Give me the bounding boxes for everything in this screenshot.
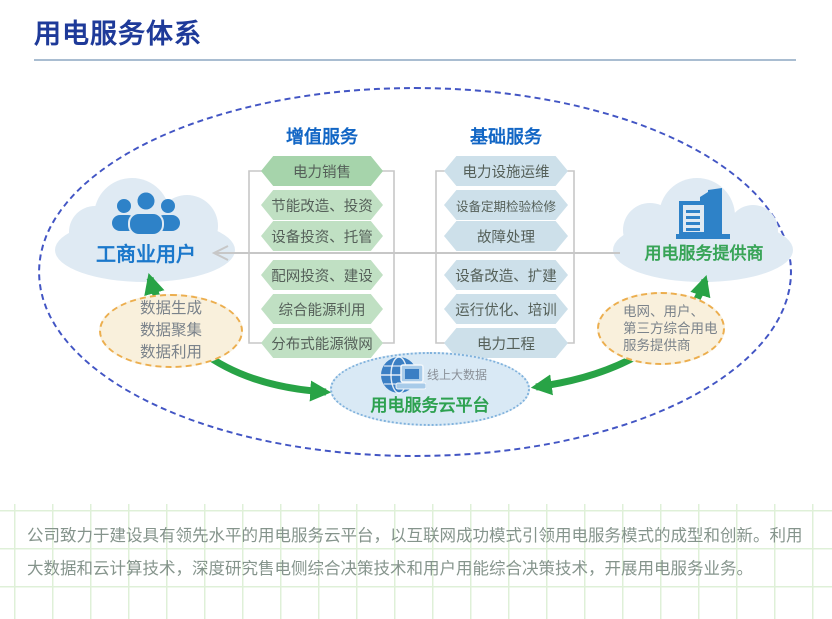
value-added-item: 综合能源利用 (261, 294, 383, 324)
user-data-line: 数据聚集 (139, 322, 202, 339)
value-added-item: 电力销售 (261, 156, 383, 186)
basic-item: 电力工程 (444, 328, 568, 358)
user-data-bubble: 数据生成 数据聚集 数据利用 (99, 294, 243, 368)
provider-cloud-label: 用电服务提供商 (644, 244, 764, 263)
value-added-header: 增值服务 (286, 127, 358, 147)
provider-data-bubble: 电网、用户、 第三方综合用电 服务提供商 (597, 292, 725, 365)
basic-item: 设备定期检验检修 (444, 190, 568, 220)
basic-header: 基础服务 (470, 127, 542, 147)
value-added-item: 设备投资、托管 (261, 221, 383, 251)
provider-data-line: 服务提供商 (623, 338, 691, 353)
users-cloud-label: 工商业用户 (96, 244, 196, 266)
cloud-platform-ellipse (330, 352, 530, 426)
footer-grid-panel (0, 504, 832, 619)
basic-item: 电力设施运维 (444, 156, 568, 186)
title-underline (34, 59, 796, 61)
basic-item: 故障处理 (444, 221, 568, 251)
user-data-line: 数据利用 (139, 344, 202, 361)
provider-data-line: 电网、用户、 (623, 304, 704, 319)
provider-data-line: 第三方综合用电 (623, 321, 718, 336)
cloud-platform-label: 用电服务云平台 (370, 396, 490, 415)
value-added-item: 节能改造、投资 (261, 190, 383, 220)
value-added-item: 配网投资、建设 (261, 260, 383, 290)
footer-description: 公司致力于建设具有领先水平的用电服务云平台，以互联网成功模式引领用电服务模式的成… (27, 527, 803, 578)
basic-item: 运行优化、培训 (444, 294, 568, 324)
value-added-item: 分布式能源微网 (261, 328, 383, 358)
online-big-data-label: 线上大数据 (427, 368, 488, 382)
globe-laptop-icon-overlay (381, 356, 426, 394)
basic-item: 设备改造、扩建 (444, 260, 568, 290)
user-data-line: 数据生成 (139, 300, 202, 317)
page-title: 用电服务体系 (34, 19, 202, 49)
